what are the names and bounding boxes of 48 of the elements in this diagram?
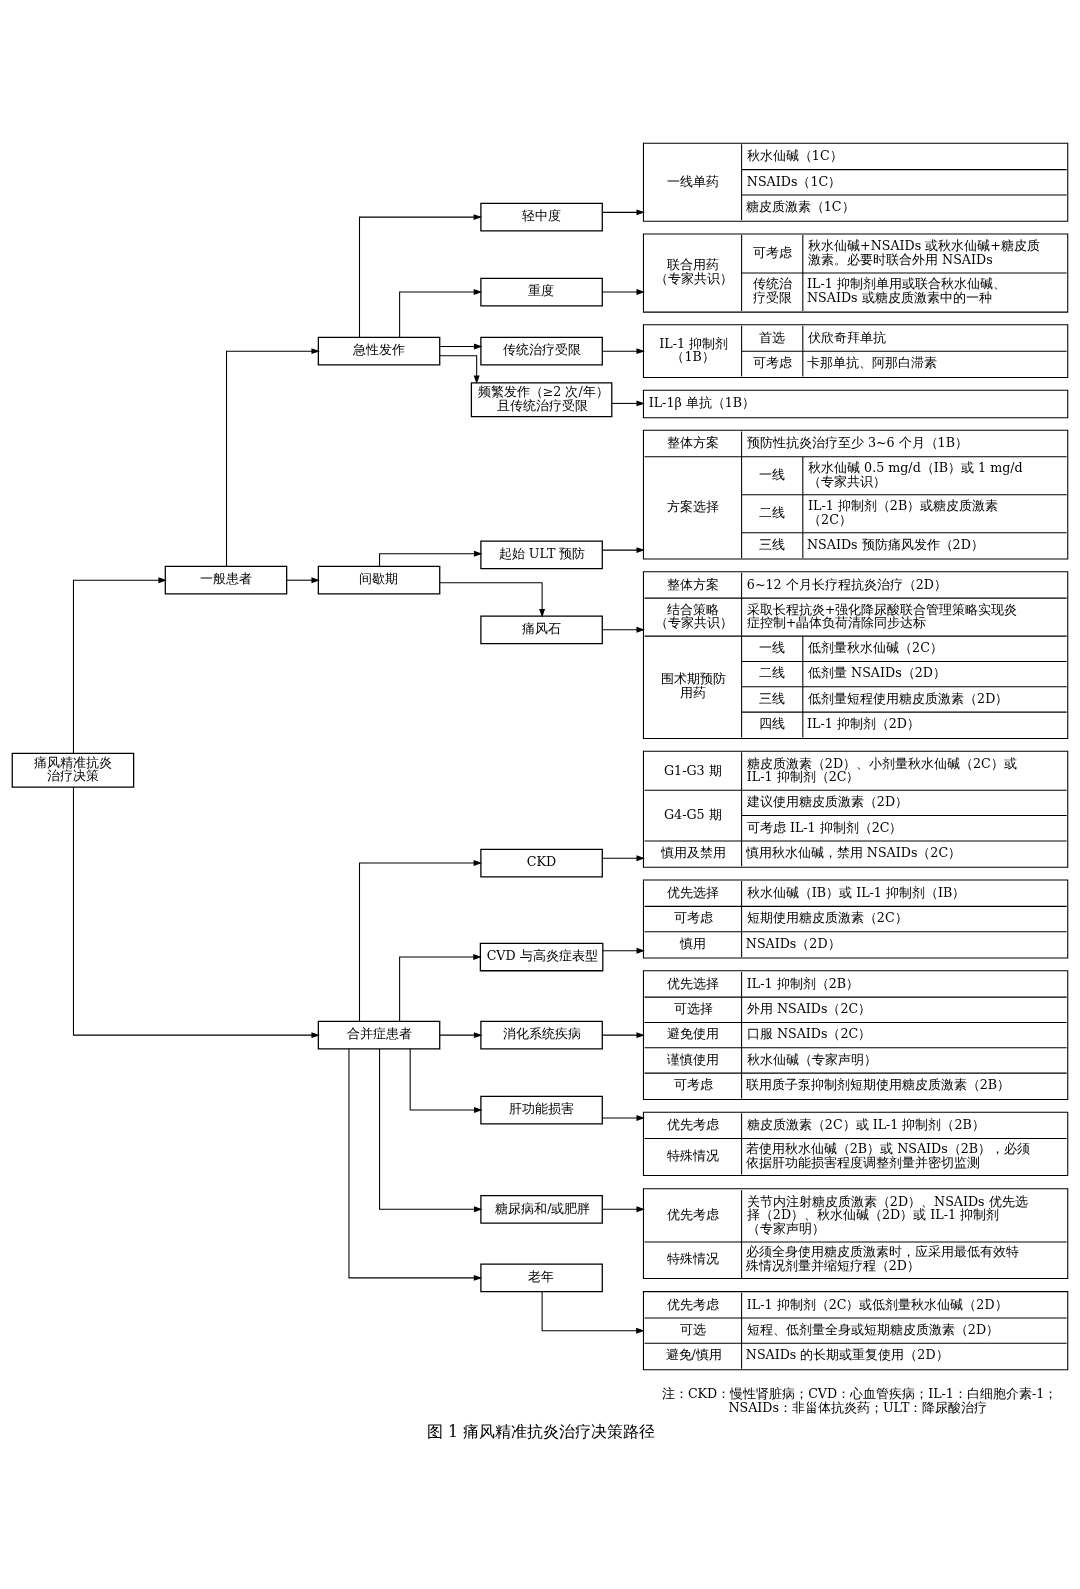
arrow [359, 213, 483, 338]
arrow [601, 347, 645, 354]
arrow [72, 786, 320, 1038]
arrow [601, 626, 645, 633]
node-box: 肝功能损害 [480, 1095, 603, 1124]
node-box: 痛风精准抗炎治疗决策 [11, 752, 135, 788]
arrow [601, 546, 645, 553]
node-box: 痛风石 [480, 614, 603, 644]
node-box: 合并症患者 [317, 1020, 441, 1049]
node-box: 起始 ULT 预防 [480, 540, 603, 569]
arrow [541, 1290, 645, 1334]
arrow [72, 576, 167, 754]
node-box: 老年 [480, 1263, 603, 1292]
arrow [409, 1047, 483, 1113]
node-box: 重度 [480, 277, 603, 306]
node-box: 糖尿病和/或肥胖 [480, 1194, 603, 1224]
arrow [439, 343, 483, 350]
arrow [601, 288, 645, 295]
node-box: 消化系统疾病 [480, 1020, 603, 1049]
node-box: 急性发作 [317, 336, 441, 365]
arrow [348, 1047, 483, 1281]
label: 注：CKD：慢性肾脏病；CVD：心血管疾病；IL-1：白细胞介素-1；NSAIDs：非甾体抗炎药；ULT：降尿酸治疗 [661, 1385, 1058, 1415]
node-box: 传统治疗受限 [480, 336, 603, 365]
arrow [439, 581, 546, 618]
arrow [379, 1048, 483, 1212]
arrow [226, 347, 320, 567]
arrow [601, 208, 645, 215]
node-box: CVD 与高炎症表型 [479, 942, 604, 971]
caption: 图 1 痛风精准抗炎治疗决策路径 [427, 1421, 656, 1441]
node-box: 间歇期 [317, 565, 441, 595]
arrow [439, 354, 480, 384]
arrow [399, 953, 482, 1022]
arrow [611, 399, 645, 406]
node-box: CKD [480, 848, 603, 877]
node-box: 频繁发作（≥2 次/年）且传统治疗受限 [470, 381, 613, 417]
arrow [601, 1031, 645, 1038]
arrow [286, 576, 320, 583]
node-box: 轻中度 [480, 202, 603, 231]
node-box: IL-1β 单抗（1B） [642, 389, 1069, 418]
arrow [439, 1031, 483, 1038]
arrow [602, 947, 645, 954]
arrow [399, 288, 483, 338]
arrow [359, 859, 483, 1022]
arrow [601, 1205, 645, 1212]
node-box: 一般患者 [164, 565, 288, 595]
arrow [379, 550, 483, 567]
arrow [601, 1114, 645, 1121]
arrow [601, 854, 645, 861]
